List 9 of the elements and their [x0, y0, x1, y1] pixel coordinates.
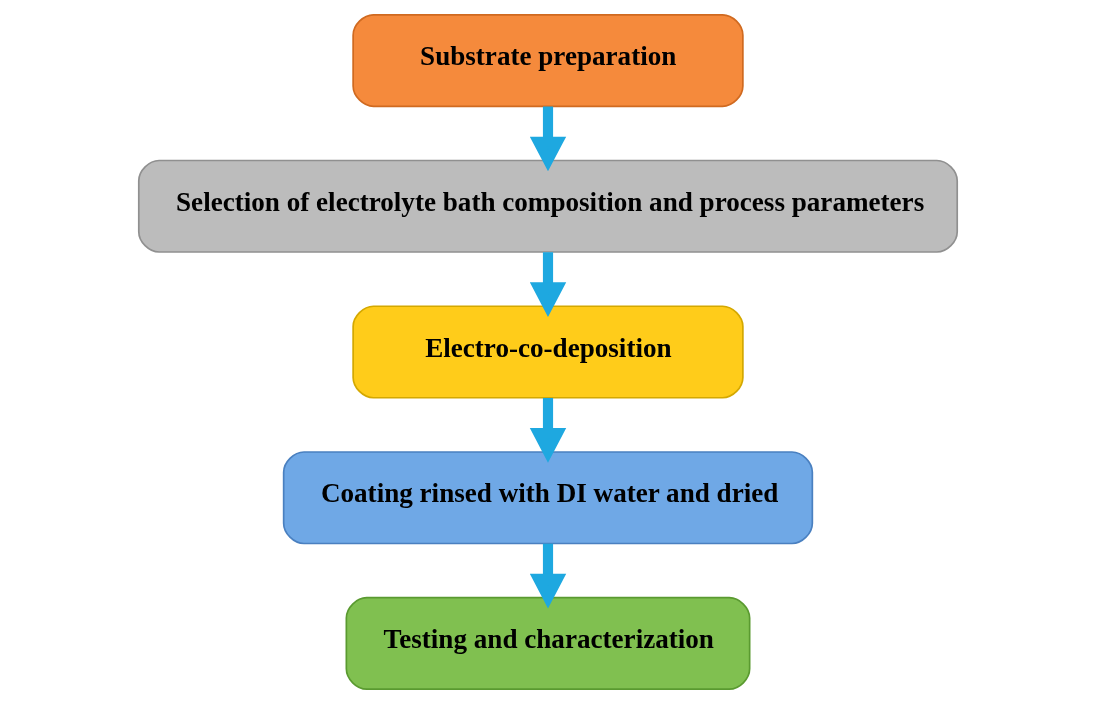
arrow — [529, 252, 566, 318]
arrow — [529, 543, 566, 609]
node-box: Testing and characterization — [345, 596, 750, 691]
node-box: Substrate preparation — [351, 13, 744, 108]
node-box: Electro-co-deposition — [351, 305, 744, 399]
arrow — [529, 397, 566, 463]
arrow — [529, 106, 566, 172]
node-box: Selection of electrolyte bath composition and process parameters — [137, 159, 958, 253]
node-box: Coating rinsed with DI water and dried — [282, 451, 813, 545]
